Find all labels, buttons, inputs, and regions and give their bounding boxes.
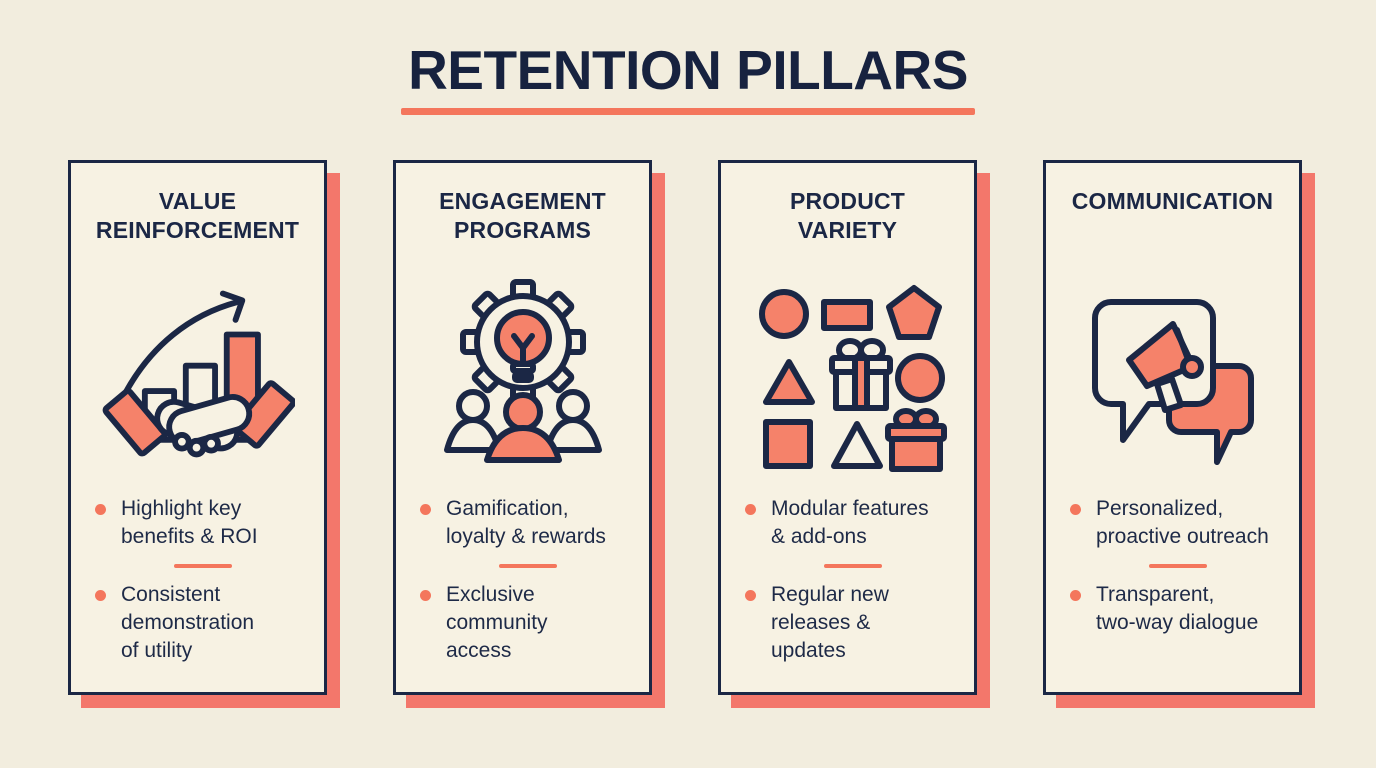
pillar-bullets: Highlight key benefits & ROI Consistent … [95, 495, 310, 665]
bullet-dot-icon [95, 504, 106, 515]
bullet-item: Personalized, proactive outreach [1070, 495, 1285, 551]
bullet-divider [498, 564, 557, 568]
bullet-text: Transparent, two-way dialogue [1096, 583, 1259, 634]
pillar-title: VALUE REINFORCEMENT [95, 188, 300, 244]
bullet-text: Exclusive community access [446, 583, 548, 662]
page-title: RETENTION PILLARS [408, 39, 968, 101]
pillar-bullets: Personalized, proactive outreach Transpa… [1070, 495, 1285, 637]
bullet-dot-icon [95, 590, 106, 601]
pillar-bullets: Gamification, loyalty & rewards Exclusiv… [420, 495, 635, 665]
pillar-bullets: Modular features & add-ons Regular new r… [745, 495, 960, 665]
bullet-text: Personalized, proactive outreach [1096, 497, 1269, 548]
bullet-item: Gamification, loyalty & rewards [420, 495, 635, 551]
pillar-cards-row: VALUE REINFORCEMENT Highlight key benef [68, 160, 1302, 695]
pillar-card-engagement-programs: ENGAGEMENT PROGRAMS [393, 160, 652, 695]
header: RETENTION PILLARS [0, 39, 1376, 115]
pillar-title: ENGAGEMENT PROGRAMS [439, 188, 606, 244]
bullet-item: Consistent demonstration of utility [95, 581, 310, 665]
pillar-title: COMMUNICATION [1071, 188, 1274, 214]
bullet-text: Highlight key benefits & ROI [121, 497, 258, 548]
gear-lightbulb-people-icon [396, 261, 649, 486]
megaphone-chat-icon [1046, 261, 1299, 486]
bullet-divider [1148, 564, 1207, 568]
pillar-title: PRODUCT VARIETY [789, 188, 906, 244]
bullet-text: Consistent demonstration of utility [121, 583, 255, 662]
bullet-dot-icon [420, 504, 431, 515]
bullet-dot-icon [420, 590, 431, 601]
bullet-text: Regular new releases & updates [771, 583, 889, 662]
bullet-item: Regular new releases & updates [745, 581, 960, 665]
bullet-item: Exclusive community access [420, 581, 635, 665]
bullet-dot-icon [745, 504, 756, 515]
handshake-growth-icon [71, 261, 324, 486]
pillar-card-product-variety: PRODUCT VARIETY [718, 160, 977, 695]
bullet-dot-icon [1070, 590, 1081, 601]
pillar-card-value-reinforcement: VALUE REINFORCEMENT Highlight key benef [68, 160, 327, 695]
bullet-dot-icon [745, 590, 756, 601]
shapes-gifts-icon [721, 261, 974, 486]
bullet-item: Highlight key benefits & ROI [95, 495, 310, 551]
bullet-divider [823, 564, 882, 568]
bullet-text: Modular features & add-ons [771, 497, 929, 548]
title-underline [401, 107, 975, 115]
bullet-divider [173, 564, 232, 568]
bullet-item: Transparent, two-way dialogue [1070, 581, 1285, 637]
bullet-dot-icon [1070, 504, 1081, 515]
pillar-card-communication: COMMUNICATION Personalized, proactive ou… [1043, 160, 1302, 695]
bullet-text: Gamification, loyalty & rewards [446, 497, 606, 548]
bullet-item: Modular features & add-ons [745, 495, 960, 551]
